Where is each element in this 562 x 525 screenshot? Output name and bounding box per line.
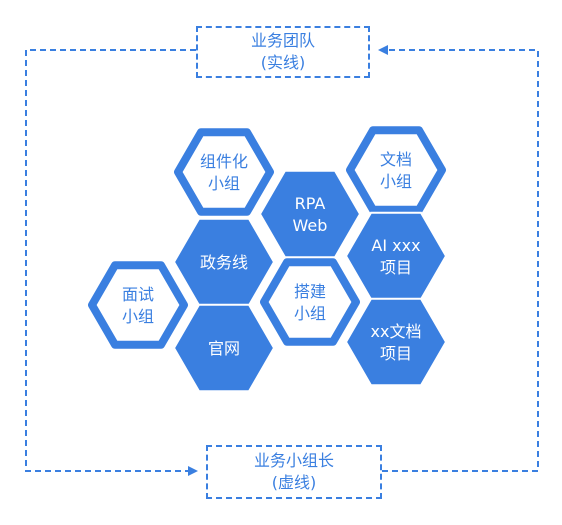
business-group-leader-line-type: (虚线) <box>271 473 317 492</box>
business-group-leader-box: 业务小组长 (虚线) <box>206 445 382 499</box>
hexagon-label-line: 项目 <box>380 258 412 277</box>
hexagon-label-line: 小组 <box>122 307 154 326</box>
hexagon-label-line: 政务线 <box>200 253 248 272</box>
hexagon-label-line: 官网 <box>208 339 240 358</box>
hexagon-label-line: RPA <box>295 194 326 213</box>
hexagon-shape <box>172 303 276 393</box>
hexagon-label-line: xx文档 <box>371 322 422 341</box>
business-team-label: 业务团队 <box>250 31 315 50</box>
hexagon-label-line: AI xxx <box>371 236 420 255</box>
business-team-box: 业务团队 (实线) <box>196 26 370 78</box>
hexagon-label-line: 小组 <box>294 304 326 323</box>
business-team-line-type: (实线) <box>260 53 306 72</box>
hex-rpa-web: RPA Web <box>258 169 362 259</box>
hex-gov-line: 政务线 <box>172 217 276 307</box>
hex-website: 官网 <box>172 303 276 393</box>
hexagon-label-line: 文档 <box>380 150 412 169</box>
hexagon-shape <box>260 258 360 346</box>
hexagon-label-line: 小组 <box>380 172 412 191</box>
hexagon-shape <box>344 297 448 387</box>
hexagon-label-line: Web <box>293 216 328 235</box>
connector-bottom-to-right <box>378 45 539 472</box>
connector-top-to-left <box>25 49 198 476</box>
hex-ai-project: AI xxx 项目 <box>344 211 448 301</box>
hexagon-shape <box>346 126 446 214</box>
hexagon-label-line: 组件化 <box>200 152 248 171</box>
hexagon-shape <box>88 261 188 349</box>
hexagon-shape <box>258 169 362 259</box>
hexagon-shape <box>174 128 274 216</box>
hexagon-shape <box>344 211 448 301</box>
hexagon-label-line: 项目 <box>380 344 412 363</box>
hexagon-label-line: 面试 <box>122 285 154 304</box>
hexagon-label-line: 小组 <box>208 174 240 193</box>
business-group-leader-label: 业务小组长 <box>253 451 334 470</box>
hexagon-label-line: 搭建 <box>294 282 326 301</box>
